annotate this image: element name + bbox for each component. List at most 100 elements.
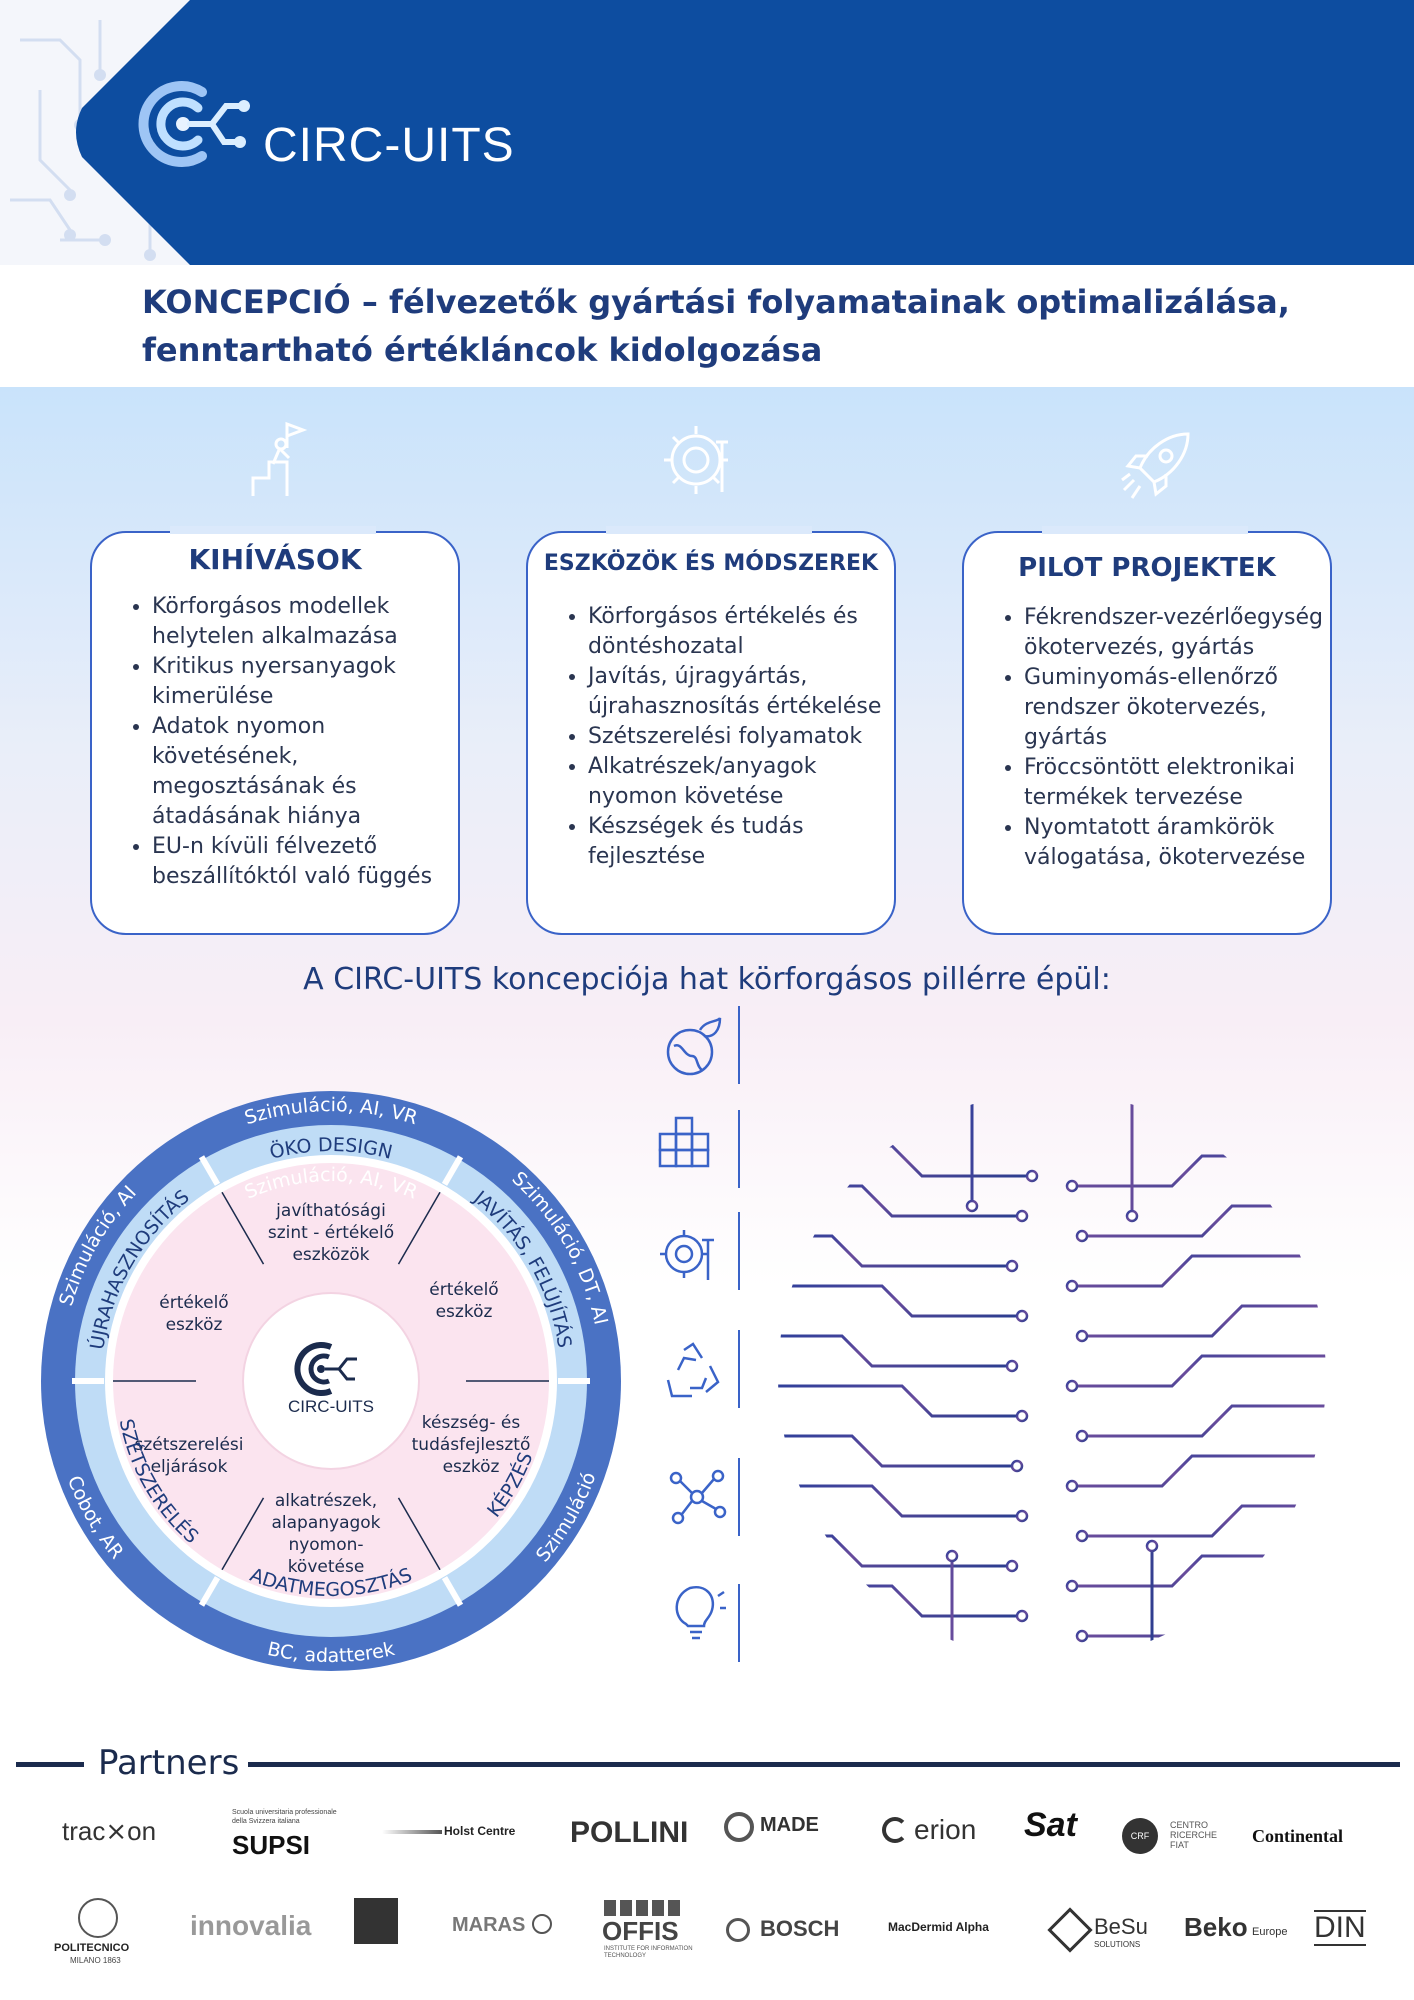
segment-text: szint - értékelő (268, 1223, 394, 1243)
list-item: Fröccsöntött elektronikai termékek terve… (1024, 753, 1330, 813)
segment-text: szétszerelési (135, 1435, 244, 1455)
partner-logo-crf: CRF (1122, 1818, 1158, 1854)
outer-label: Szimuláció, AI, VR (242, 1094, 420, 1129)
card-list: Fékrendszer-vezérlőegység ökotervezés, g… (964, 603, 1330, 873)
outer-label: Szimuláció (530, 1466, 604, 1569)
segment-text: eszközök (292, 1245, 369, 1265)
segment-text: értékelő (159, 1293, 228, 1313)
segment-text: tudásfejlesztő (412, 1435, 531, 1455)
partner-logo-innovalia: innovalia (190, 1910, 312, 1941)
rocket-icon (1121, 432, 1190, 499)
partner-logo-sat: Sat (1024, 1806, 1077, 1844)
card-list: Körforgásos értékelés és döntéshozatal J… (528, 602, 894, 872)
partner-subtext: SOLUTIONS (1094, 1940, 1141, 1949)
partners-heading: Partners (98, 1743, 240, 1783)
card-tools-methods: ESZKÖZÖK ÉS MÓDSZEREK Körforgásos értéke… (526, 531, 896, 935)
partner-logo-holst-centre: Holst Centre (444, 1824, 516, 1838)
page-title-line-2: fenntartható értékláncok kidolgozása (142, 331, 823, 369)
card-notch (170, 526, 376, 534)
partner-logo-continental: Continental (1252, 1826, 1344, 1846)
circ-uits-logo-icon (138, 81, 250, 167)
page-title: KONCEPCIÓ – félvezetők gyártási folyamat… (142, 278, 1342, 374)
list-item: Javítás, újragyártás, újrahasznosítás ér… (588, 662, 894, 722)
pillar-divider (738, 1330, 740, 1408)
bosch-logo-icon (726, 1918, 750, 1942)
partner-subtext: MILANO 1863 (70, 1956, 121, 1965)
segment-text: készség- és (422, 1413, 521, 1433)
segment-text: követése (288, 1557, 365, 1577)
maras-globe-icon (532, 1914, 552, 1934)
partner-logo-tracxon: trac⨯on (62, 1816, 157, 1846)
partner-logo-beko: Beko (1184, 1912, 1248, 1942)
partner-logo-din: DIN (1314, 1910, 1366, 1946)
partner-logo-erion: erion (914, 1814, 977, 1845)
card-notch (606, 526, 812, 534)
segment-text: javíthatósági (275, 1201, 386, 1221)
circuit-globe-illustration (778, 1092, 1326, 1660)
header-banner (0, 0, 1414, 265)
list-item: Készségek és tudás fejlesztése (588, 812, 894, 872)
segment-text: eszköz (436, 1302, 493, 1322)
center-logo-icon (294, 1342, 357, 1396)
card-list: Körforgásos modellek helytelen alkalmazá… (92, 592, 458, 892)
pillar-divider (738, 1006, 740, 1084)
list-item: Kritikus nyersanyagok kimerülése (152, 652, 458, 712)
wheel-center-label: CIRC-UITS (288, 1397, 374, 1416)
card-title: ESZKÖZÖK ÉS MÓDSZEREK (543, 551, 879, 576)
circular-pillars-wheel: CIRC-UITS javíthatósági szint - értékelő… (41, 1091, 621, 1671)
segment-text: alkatrészek, (275, 1491, 377, 1511)
card-title: KIHÍVÁSOK (188, 543, 362, 576)
segment-text: eszköz (166, 1315, 223, 1335)
partner-subtext: CENTRO RICERCHE FIAT (1170, 1820, 1218, 1850)
brain-bulb-icon (675, 1585, 726, 1640)
segment-text: nyomon- (288, 1535, 363, 1555)
partner-logo-macdermid-alpha: MacDermid Alpha (888, 1920, 989, 1934)
list-item: Adatok nyomon követésének, megosztásának… (152, 712, 458, 832)
partner-logo-maras: MARAS (452, 1914, 526, 1936)
partners-rule-left (16, 1762, 84, 1767)
outer-label: Szimuláció, DT, AI (504, 1160, 624, 1332)
card-pilot-projects: PILOT PROJEKTEK Fékrendszer-vezérlőegysé… (962, 531, 1332, 935)
list-item: Körforgásos értékelés és döntéshozatal (588, 602, 894, 662)
mountain-flag-icon (251, 421, 308, 496)
cubes-icon (658, 1116, 710, 1168)
partner-logo-politecnico: POLITECNICO (54, 1942, 130, 1954)
segment-text: alapanyagok (271, 1513, 380, 1533)
card-challenges: KIHÍVÁSOK Körforgásos modellek helytelen… (90, 531, 460, 935)
partner-logo-bosch: BOSCH (760, 1916, 840, 1941)
card-title: PILOT PROJEKTEK (1018, 553, 1276, 583)
politecnico-seal-icon (78, 1898, 118, 1938)
recycle-icon (666, 1342, 720, 1398)
network-nodes-icon (669, 1469, 727, 1525)
partner-logo-made: MADE (760, 1814, 819, 1836)
outer-ring-labels: Szimuláció, AI, VR Szimuláció, DT, AI Sz… (48, 1094, 624, 1667)
list-item: EU-n kívüli félvezető beszállítóktól val… (152, 832, 458, 892)
list-item: Guminyomás-ellenőrző rendszer ökotervezé… (1024, 663, 1330, 753)
logo-wordmark: CIRC-UITS (263, 119, 515, 172)
header-background (10, 0, 1414, 265)
segment-text: eszköz (443, 1457, 500, 1477)
list-item: Nyomtatott áramkörök válogatása, ökoterv… (1024, 813, 1330, 873)
partners-rule-right (248, 1762, 1400, 1767)
university-seal-icon (354, 1898, 398, 1944)
pillar-divider (738, 1110, 740, 1188)
gear-wrench-icon (660, 1230, 714, 1280)
list-item: Fékrendszer-vezérlőegység ökotervezés, g… (1024, 603, 1330, 663)
globe-leaf-icon (666, 1017, 722, 1076)
besu-logo-icon (1047, 1907, 1093, 1953)
partner-logo-pollini: POLLINI (570, 1816, 689, 1849)
partner-logo-offis: OFFIS (602, 1916, 679, 1946)
pillars-heading: A CIRC-UITS koncepciója hat körforgásos … (303, 962, 1111, 997)
gear-tools-icon (664, 426, 728, 494)
partner-logo-supsi: SUPSI (232, 1830, 311, 1860)
pillar-divider (738, 1212, 740, 1290)
page-title-line-1: KONCEPCIÓ – félvezetők gyártási folyamat… (142, 283, 1290, 321)
outer-label: Szimuláció, AI (48, 1177, 144, 1313)
outer-label: Cobot, AR (59, 1470, 129, 1565)
offis-logo-mark (604, 1900, 682, 1916)
segment-text: értékelő (429, 1280, 498, 1300)
outer-label: BC, adatterek (265, 1638, 396, 1667)
list-item: Alkatrészek/anyagok nyomon követése (588, 752, 894, 812)
pillar-divider (738, 1458, 740, 1536)
made-logo-icon (724, 1812, 754, 1842)
